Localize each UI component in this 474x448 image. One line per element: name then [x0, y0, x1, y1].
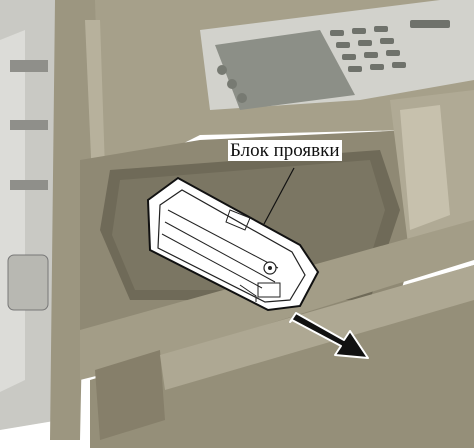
callout-label: Блок проявки: [228, 140, 342, 161]
developer-unit: [146, 176, 320, 312]
control-panel: [200, 0, 474, 110]
left-frame: [0, 0, 60, 430]
callout-leader: [263, 167, 295, 225]
arrow-icon: [289, 312, 369, 359]
